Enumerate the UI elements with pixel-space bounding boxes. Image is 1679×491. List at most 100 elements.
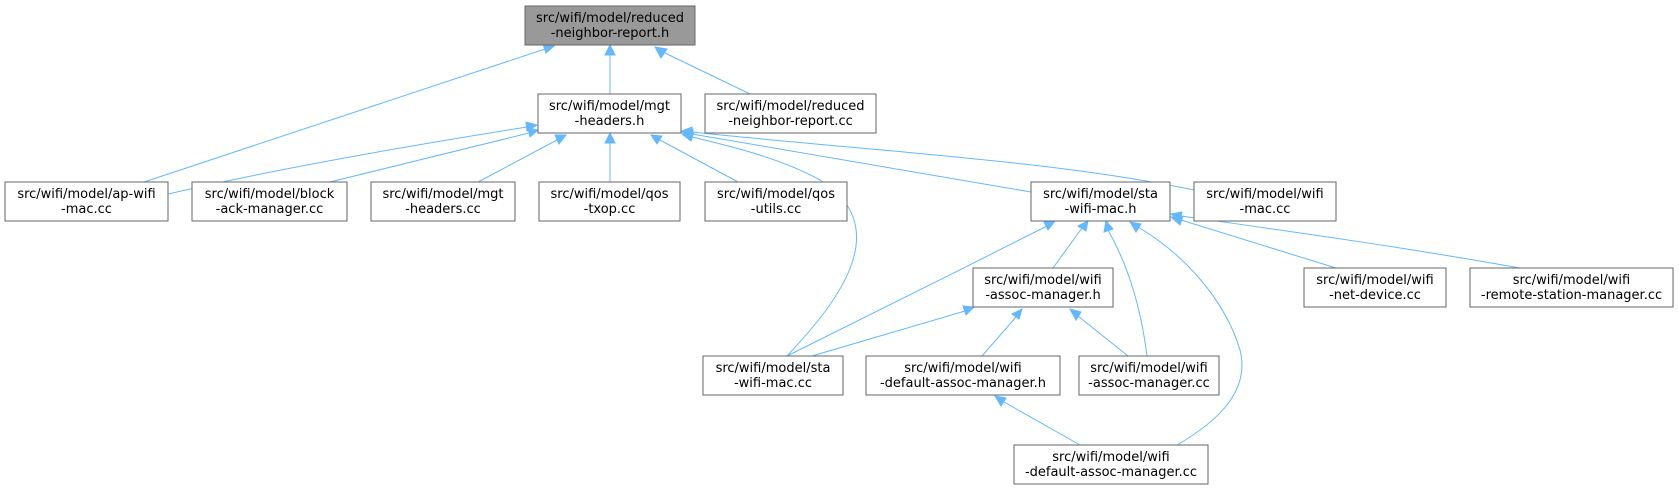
edge-line — [1180, 215, 1521, 269]
edge-rnr_cc-rnr_h — [654, 46, 751, 95]
edge-line — [691, 131, 1195, 191]
node-box — [191, 181, 348, 222]
edge-line — [1137, 226, 1243, 446]
node-label-line1: src/wifi/model/ap-wifi — [17, 187, 155, 202]
edge-assoc_h-sta_h — [1052, 220, 1089, 269]
edge-netdev_cc-sta_h — [1169, 215, 1337, 269]
edge-line — [329, 132, 530, 183]
node-rnr-cc[interactable]: src/wifi/model/reduced-neighbor-report.c… — [704, 93, 877, 134]
edge-sta_cc-assoc_h — [811, 305, 976, 357]
dependency-edges — [143, 43, 1521, 446]
node-box — [704, 93, 877, 134]
node-box — [702, 355, 844, 396]
node-assoc-cc[interactable]: src/wifi/model/wifi-assoc-manager.cc — [1078, 355, 1220, 396]
node-box — [1078, 355, 1220, 396]
node-label-line2: -assoc-manager.cc — [1088, 376, 1210, 391]
edge-line — [1107, 229, 1148, 357]
node-defass-cc[interactable]: src/wifi/model/wifi-default-assoc-manage… — [1013, 444, 1209, 485]
node-label-line2: -mac.cc — [61, 202, 112, 217]
node-label-line2: -neighbor-report.h — [551, 26, 670, 41]
node-label-line1: src/wifi/model/sta — [716, 361, 831, 376]
node-label-line1: src/wifi/model/reduced — [536, 11, 684, 26]
node-box — [537, 93, 682, 134]
edge-line — [811, 310, 966, 357]
node-wifimac-cc[interactable]: src/wifi/model/wifi-mac.cc — [1193, 181, 1337, 222]
arrowhead — [1011, 308, 1023, 320]
node-box — [865, 355, 1061, 396]
edge-line — [143, 48, 546, 183]
edge-line — [659, 139, 739, 183]
node-label-line2: -assoc-manager.h — [985, 288, 1101, 303]
edge-assoc_cc-assoc_h — [1068, 308, 1129, 357]
node-label-line1: src/wifi/model/wifi — [1513, 273, 1630, 288]
arrowhead — [1043, 220, 1057, 231]
arrowhead — [994, 395, 1007, 407]
arrowhead — [1076, 220, 1089, 232]
edge-line — [981, 316, 1017, 357]
edge-remote_cc-sta_h — [1169, 211, 1521, 269]
edge-defass_cc-sta_h — [1129, 221, 1243, 446]
edge-block_cc-mgt_h — [329, 127, 540, 183]
node-box — [1030, 181, 1171, 222]
node-label-line1: src/wifi/model/mgt — [382, 187, 503, 202]
arrowhead — [1169, 211, 1183, 222]
node-label-line1: src/wifi/model/qos — [550, 187, 668, 202]
node-label-line2: -neighbor-report.cc — [728, 114, 853, 129]
node-mgt-cc[interactable]: src/wifi/model/mgt-headers.cc — [370, 181, 516, 222]
node-label-line1: src/wifi/model/wifi — [1206, 187, 1323, 202]
node-label-line1: src/wifi/model/wifi — [1090, 361, 1207, 376]
arrowhead — [962, 305, 976, 316]
node-box — [524, 5, 696, 46]
arrowhead — [654, 46, 668, 59]
node-mgt-h[interactable]: src/wifi/model/mgt-headers.h — [537, 93, 682, 134]
node-label-line2: -mac.cc — [1240, 202, 1291, 217]
node-netdev-cc[interactable]: src/wifi/model/wifi-net-device.cc — [1303, 267, 1447, 308]
edge-line — [1052, 227, 1083, 269]
node-block-cc[interactable]: src/wifi/model/block-ack-manager.cc — [191, 181, 348, 222]
node-label-line1: src/wifi/model/sta — [1043, 187, 1158, 202]
node-remote-cc[interactable]: src/wifi/model/wifi-remote-station-manag… — [1469, 267, 1674, 308]
node-label-line1: src/wifi/model/reduced — [717, 99, 865, 114]
node-sta-h[interactable]: src/wifi/model/sta-wifi-mac.h — [1030, 181, 1171, 222]
node-label-line2: -ack-manager.cc — [216, 202, 324, 217]
node-qostxop-cc[interactable]: src/wifi/model/qos-txop.cc — [538, 181, 681, 222]
edge-qostxop_cc-mgt_h — [604, 131, 616, 182]
node-label-line2: -default-assoc-manager.h — [880, 376, 1046, 391]
edge-mgt_h-rnr_h — [604, 43, 616, 94]
arrowhead — [1129, 221, 1142, 233]
edge-line — [1180, 219, 1337, 269]
file-nodes: src/wifi/model/reduced-neighbor-report.h… — [4, 5, 1674, 485]
edge-line — [1077, 315, 1129, 357]
node-box — [1469, 267, 1674, 308]
node-box — [538, 181, 681, 222]
node-apwifi-cc[interactable]: src/wifi/model/ap-wifi-mac.cc — [4, 181, 169, 222]
node-box — [1303, 267, 1447, 308]
arrowhead — [1103, 219, 1114, 233]
edge-line — [691, 133, 1032, 193]
edge-defass_cc-defass_h — [994, 395, 1081, 446]
node-label-line1: src/wifi/model/wifi — [1316, 273, 1433, 288]
node-assoc-h[interactable]: src/wifi/model/wifi-assoc-manager.h — [972, 267, 1114, 308]
node-rnr-h[interactable]: src/wifi/model/reduced-neighbor-report.h — [524, 5, 696, 46]
edge-line — [664, 52, 751, 95]
node-box — [370, 181, 516, 222]
node-box — [704, 181, 848, 222]
edge-line — [691, 136, 857, 357]
node-label-line1: src/wifi/model/wifi — [984, 273, 1101, 288]
node-label-line1: src/wifi/model/block — [205, 187, 335, 202]
arrowhead — [604, 131, 616, 144]
node-box — [4, 181, 169, 222]
node-label-line1: src/wifi/model/qos — [717, 187, 835, 202]
node-label-line2: -remote-station-manager.cc — [1481, 288, 1662, 303]
edge-mgt_cc-mgt_h — [477, 134, 568, 183]
arrowhead — [680, 131, 695, 142]
node-sta-cc[interactable]: src/wifi/model/sta-wifi-mac.cc — [702, 355, 844, 396]
node-label-line2: -headers.cc — [405, 202, 481, 217]
node-defass-h[interactable]: src/wifi/model/wifi-default-assoc-manage… — [865, 355, 1061, 396]
node-label-line1: src/wifi/model/mgt — [549, 99, 670, 114]
node-label-line2: -net-device.cc — [1329, 288, 1421, 303]
arrowhead — [1068, 308, 1082, 321]
edge-line — [1003, 401, 1081, 446]
node-qosutil-cc[interactable]: src/wifi/model/qos-utils.cc — [704, 181, 848, 222]
